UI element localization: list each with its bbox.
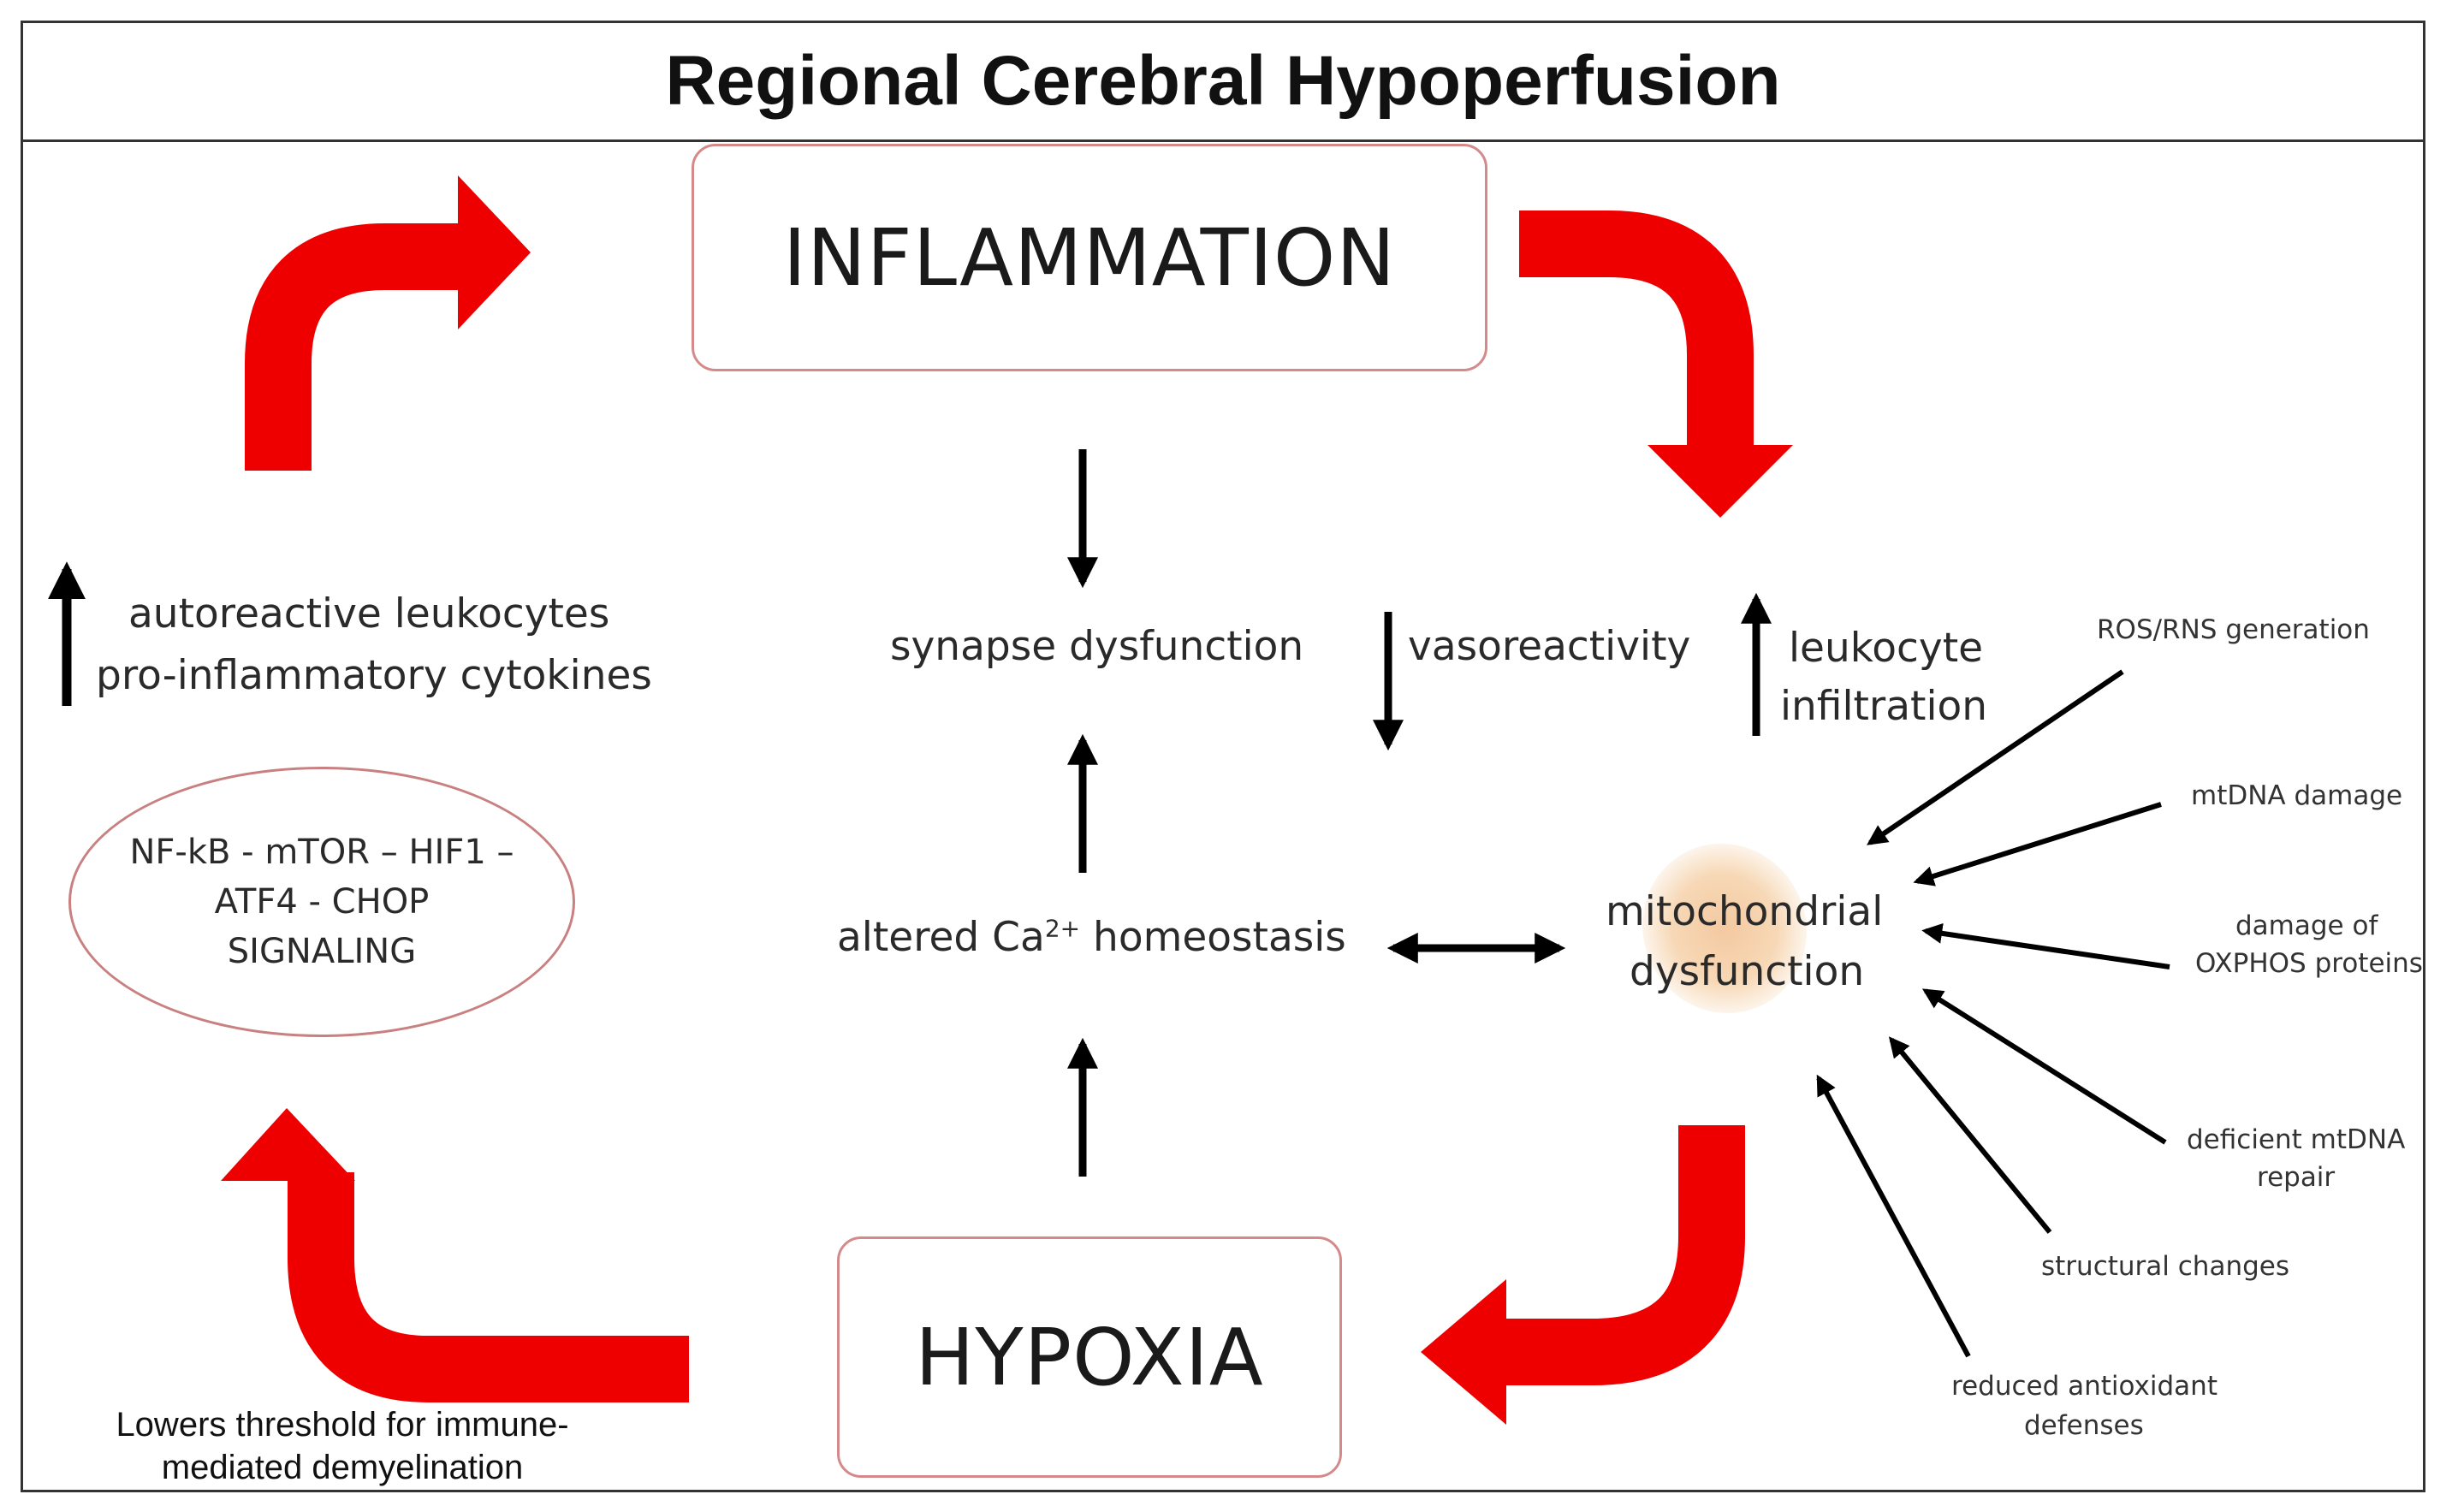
- signaling-ellipse: NF-kB - mTOR – HIF1 – ATF4 - CHOP SIGNAL…: [68, 767, 575, 1037]
- leukocyte-label-1: leukocyte: [1789, 625, 1984, 672]
- cycle-arrow-bottom-left: [221, 1108, 689, 1402]
- synapse-label: synapse dysfunction: [890, 623, 1304, 670]
- cycle-arrow-top-right: [1519, 210, 1793, 518]
- signaling-line-1: NF-kB - mTOR – HIF1 –: [129, 833, 514, 872]
- inflammation-node: INFLAMMATION: [692, 144, 1487, 371]
- cause-oxphos-2: OXPHOS proteins: [2195, 948, 2423, 979]
- cause-repair-1: deficient mtDNA: [2187, 1124, 2406, 1155]
- calcium-charge: 2+: [1044, 914, 1081, 943]
- arrow-mtdna: [1913, 802, 2162, 886]
- footnote-line-1: Lowers threshold for immune-: [116, 1406, 569, 1444]
- cause-structural: structural changes: [2041, 1251, 2289, 1282]
- cause-antioxidant-2: defenses: [2024, 1410, 2144, 1441]
- arrow-repair: [1921, 988, 2167, 1145]
- footnote-line-2: mediated demyelination: [161, 1449, 524, 1486]
- cause-ros: ROS/RNS generation: [2097, 614, 2370, 645]
- arrow-ros: [1867, 669, 2124, 845]
- inflammation-label: INFLAMMATION: [782, 211, 1397, 304]
- autoreactive-label: autoreactive leukocytes: [128, 590, 610, 637]
- hypoxia-node: HYPOXIA: [837, 1236, 1342, 1478]
- cycle-arrow-top-left: [245, 175, 531, 471]
- diagram-frame: [21, 140, 2425, 1492]
- cause-antioxidant-1: reduced antioxidant: [1951, 1371, 2217, 1402]
- footnote: Lowers threshold for immune- mediated de…: [86, 1403, 599, 1489]
- hypoxia-label: HYPOXIA: [915, 1311, 1264, 1403]
- signaling-line-2: ATF4 - CHOP: [214, 882, 430, 922]
- cause-oxphos-1: damage of: [2235, 910, 2378, 941]
- cause-repair-2: repair: [2257, 1162, 2336, 1193]
- diagram-title: Regional Cerebral Hypoperfusion: [665, 42, 1781, 120]
- title-box: Regional Cerebral Hypoperfusion: [21, 21, 2425, 142]
- signaling-line-3: SIGNALING: [227, 932, 417, 971]
- altered-calcium-text: altered Ca: [837, 914, 1045, 961]
- leukocyte-label-2: infiltration: [1780, 683, 1988, 730]
- vasoreactivity-label: vasoreactivity: [1408, 623, 1691, 670]
- arrow-antioxidant: [1816, 1074, 1971, 1358]
- homeostasis-text: homeostasis: [1080, 914, 1346, 961]
- proinflammatory-label: pro-inflammatory cytokines: [96, 652, 652, 699]
- arrow-oxphos: [1921, 922, 2170, 969]
- cycle-arrow-bottom-right: [1421, 1125, 1745, 1425]
- altered-calcium-label: altered Ca2+ homeostasis: [837, 914, 1346, 961]
- mito-label-1: mitochondrial: [1606, 888, 1884, 935]
- arrow-structural: [1888, 1036, 2052, 1234]
- cause-mtdna: mtDNA damage: [2191, 780, 2403, 811]
- mito-label-2: dysfunction: [1630, 948, 1865, 995]
